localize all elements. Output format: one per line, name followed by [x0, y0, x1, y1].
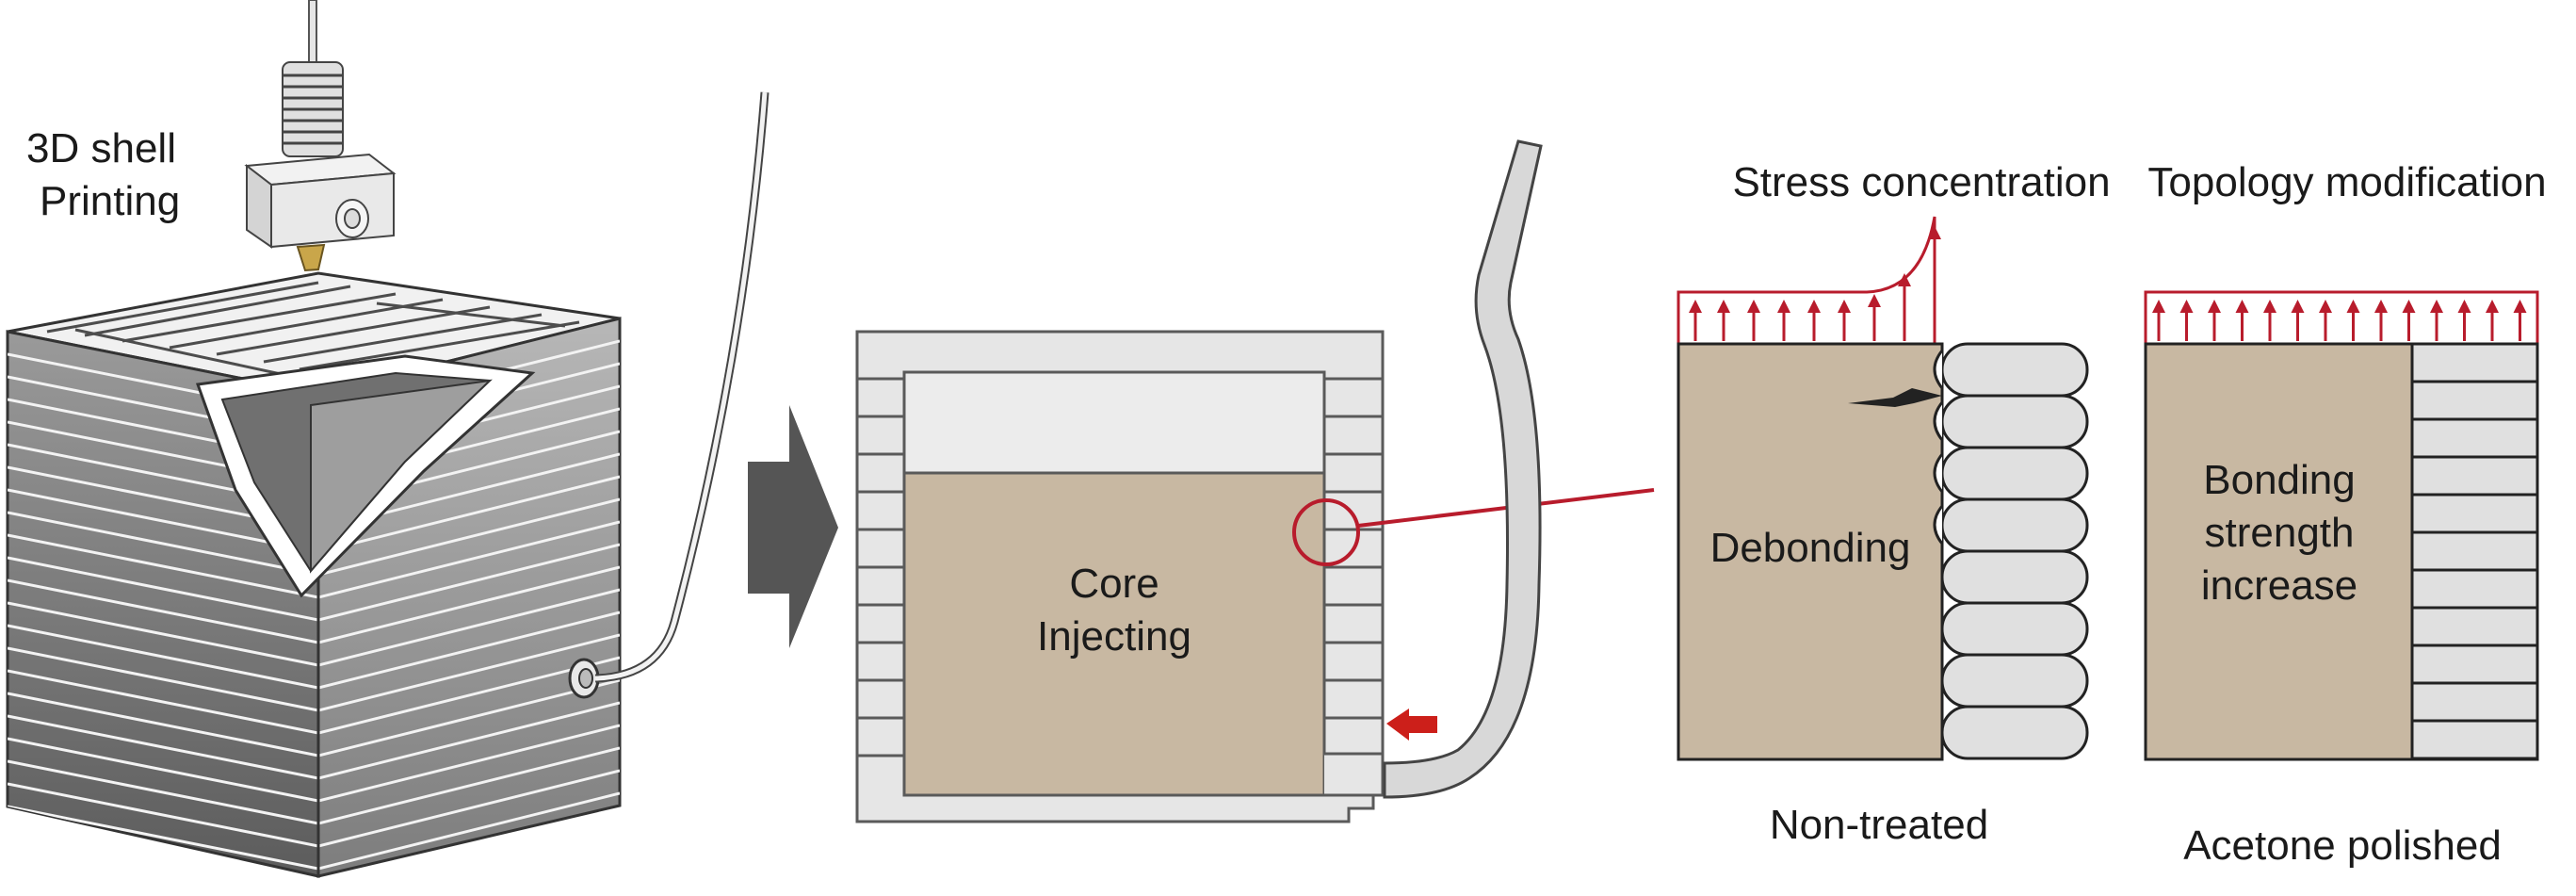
- stress-concentration-label: Stress concentration: [1732, 159, 2110, 205]
- shell-wall-layers: [857, 377, 1383, 758]
- core-label-line2: Injecting: [1037, 613, 1191, 660]
- process-right-arrow-icon: [748, 405, 838, 648]
- stress-arrowhead: [2486, 300, 2499, 313]
- stress-arrowhead: [2374, 300, 2388, 313]
- filament-road: [1940, 446, 2089, 501]
- printing-label-line1: 3D shell: [26, 125, 176, 171]
- injection-left-arrow-icon: [1386, 709, 1437, 741]
- filament-road: [1940, 394, 2089, 449]
- stress-arrowhead: [2346, 300, 2360, 313]
- acetone-panel: Topology modification Bonding strength i…: [2144, 159, 2547, 869]
- stress-profile: [1677, 216, 1936, 344]
- inlet-port-icon: [568, 658, 600, 699]
- filament-wire: [308, 0, 317, 67]
- stress-arrowhead: [2235, 300, 2249, 313]
- stress-arrowhead: [2402, 300, 2416, 313]
- acetone-polished-label: Acetone polished: [2183, 823, 2502, 869]
- core-block-polished: [2144, 342, 2414, 761]
- core-material: [902, 471, 1326, 797]
- printing-label-line2: Printing: [40, 178, 180, 224]
- extruder-coil-icon: [282, 61, 344, 157]
- stress-arrowhead: [2513, 300, 2527, 313]
- stress-arrowhead: [2179, 300, 2194, 313]
- stress-arrowhead: [2319, 300, 2332, 313]
- stress-arrowhead: [1898, 273, 1911, 286]
- filament-road: [1940, 342, 2089, 398]
- stress-arrowhead: [2457, 300, 2471, 313]
- stress-arrowhead: [2152, 300, 2165, 313]
- cube-right-layers: [318, 339, 620, 871]
- stress-arrowhead: [1838, 300, 1851, 313]
- topology-modification-label: Topology modification: [2147, 159, 2546, 205]
- cube-left-layers: [8, 352, 318, 871]
- bonding-label-line2: strength: [2205, 510, 2355, 556]
- non-treated-panel: Stress concentration Debonding Non-treat…: [1677, 159, 2111, 848]
- stress-arrows-polished: [2152, 300, 2527, 341]
- stress-arrowhead: [1928, 226, 1941, 239]
- bonding-label-line3: increase: [2201, 562, 2357, 609]
- filament-road: [1940, 601, 2089, 657]
- filament-road: [1940, 497, 2089, 553]
- top-infill-lines: [46, 281, 580, 384]
- stress-arrowhead: [1868, 294, 1881, 307]
- stress-arrowhead: [2430, 300, 2443, 313]
- injection-tube: [1383, 139, 1543, 799]
- debonding-label: Debonding: [1710, 525, 1911, 571]
- filament-roads: [1933, 342, 2089, 760]
- stress-arrowhead: [1807, 300, 1821, 313]
- crack-mark: [1848, 388, 1942, 407]
- stress-arrowhead: [2291, 300, 2305, 313]
- stress-arrowhead: [1777, 300, 1790, 313]
- shell-cutaway: [195, 354, 536, 598]
- stress-arrowhead: [1717, 300, 1730, 313]
- print-head-icon: [244, 153, 397, 272]
- filament-road: [1940, 549, 2089, 605]
- filament-road: [1940, 705, 2089, 760]
- core-block-non-treated: [1677, 342, 1944, 761]
- polished-layers: [2410, 342, 2539, 761]
- stress-arrowhead: [1747, 300, 1760, 313]
- stress-arrowhead: [1689, 300, 1702, 313]
- stress-arrowhead: [2263, 300, 2276, 313]
- uniform-stress-profile: [2144, 290, 2539, 344]
- core-label-line1: Core: [1069, 561, 1158, 607]
- stress-arrowhead: [2208, 300, 2221, 313]
- nozzle-tip: [296, 243, 326, 272]
- non-treated-label: Non-treated: [1770, 802, 1988, 848]
- stress-arrows-non-treated: [1689, 226, 1941, 341]
- filament-road: [1940, 653, 2089, 709]
- injection-panel: Core Injecting: [855, 139, 1655, 823]
- printing-panel: 3D shell Printing: [6, 0, 770, 878]
- magnify-circle-icon: [1292, 498, 1360, 566]
- bonding-label-line1: Bonding: [2203, 457, 2355, 503]
